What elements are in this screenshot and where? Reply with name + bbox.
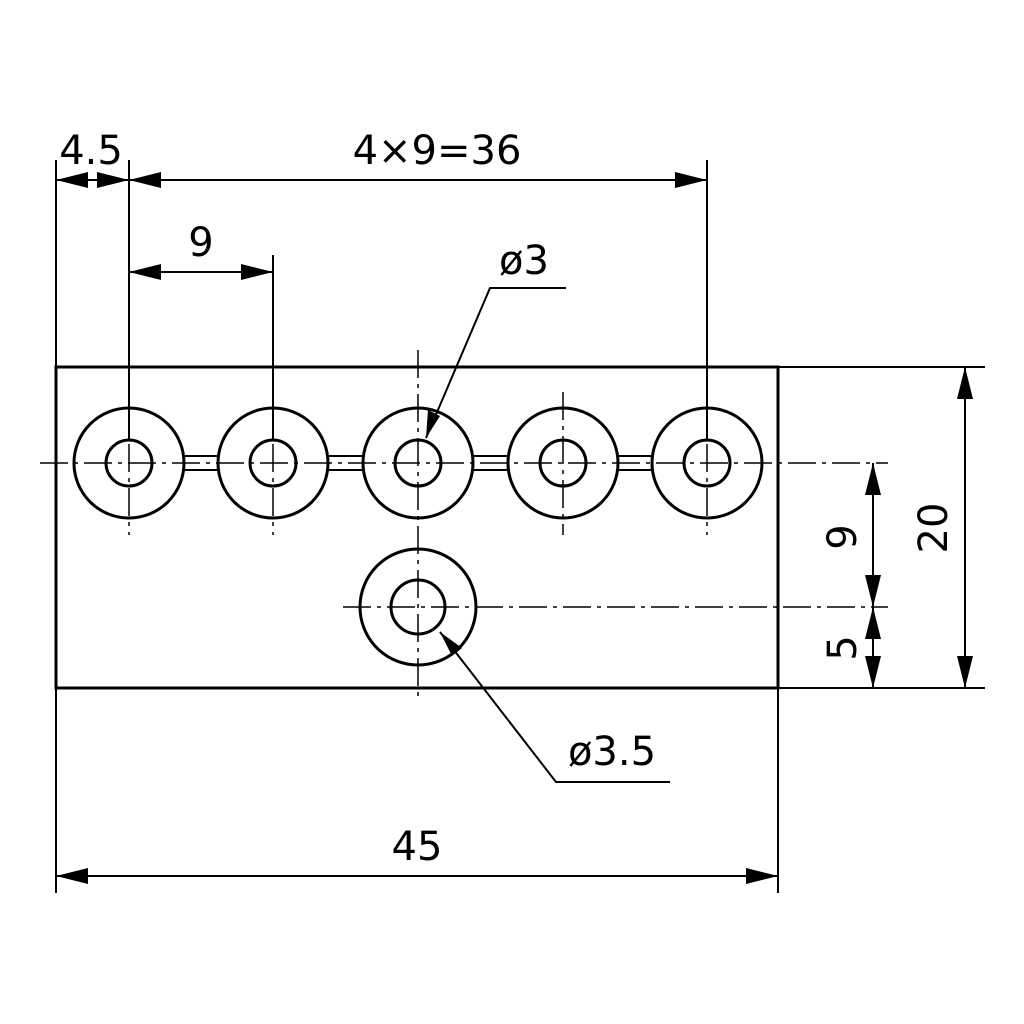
- arrow-v5-top: [865, 607, 881, 639]
- center-lines: [40, 350, 888, 700]
- leader-small-hole-arrow: [426, 410, 440, 438]
- arrow-pitch-right: [241, 264, 273, 280]
- arrow-top-left: [56, 172, 88, 188]
- dim-pitch: 9: [188, 220, 213, 266]
- arrow-height-top: [957, 367, 973, 399]
- dim-bottom-hole-offset: 5: [820, 635, 866, 660]
- dim-hole-row-offset: 9: [820, 524, 866, 549]
- arrow-36-right: [675, 172, 707, 188]
- plate-outline: [54, 365, 780, 690]
- arrow-v5-bottom: [865, 656, 881, 688]
- dim-small-hole: ø3: [499, 238, 549, 284]
- dim-large-hole: ø3.5: [568, 729, 656, 775]
- leader-small-hole: [425, 287, 566, 439]
- arrow-45-right: [97, 172, 129, 188]
- arrow-width-left: [56, 868, 88, 884]
- arrow-width-right: [746, 868, 778, 884]
- leader-large-hole: [439, 631, 670, 783]
- extension-lines: [55, 160, 985, 893]
- arrowheads: [56, 172, 973, 884]
- dim-height: 20: [911, 503, 957, 554]
- dim-edge-offset: 4.5: [59, 128, 123, 174]
- arrow-v9-top: [865, 463, 881, 495]
- arrow-v9-bottom: [865, 575, 881, 607]
- arrow-36-left: [129, 172, 161, 188]
- arrow-height-bottom: [957, 656, 973, 688]
- leaders: [425, 287, 670, 783]
- arrow-pitch-left: [129, 264, 161, 280]
- hole-slots: [184, 455, 652, 471]
- dim-width: 45: [392, 824, 443, 870]
- leader-large-hole-arrow: [440, 632, 462, 656]
- dim-pitch-total: 4×9=36: [353, 128, 522, 174]
